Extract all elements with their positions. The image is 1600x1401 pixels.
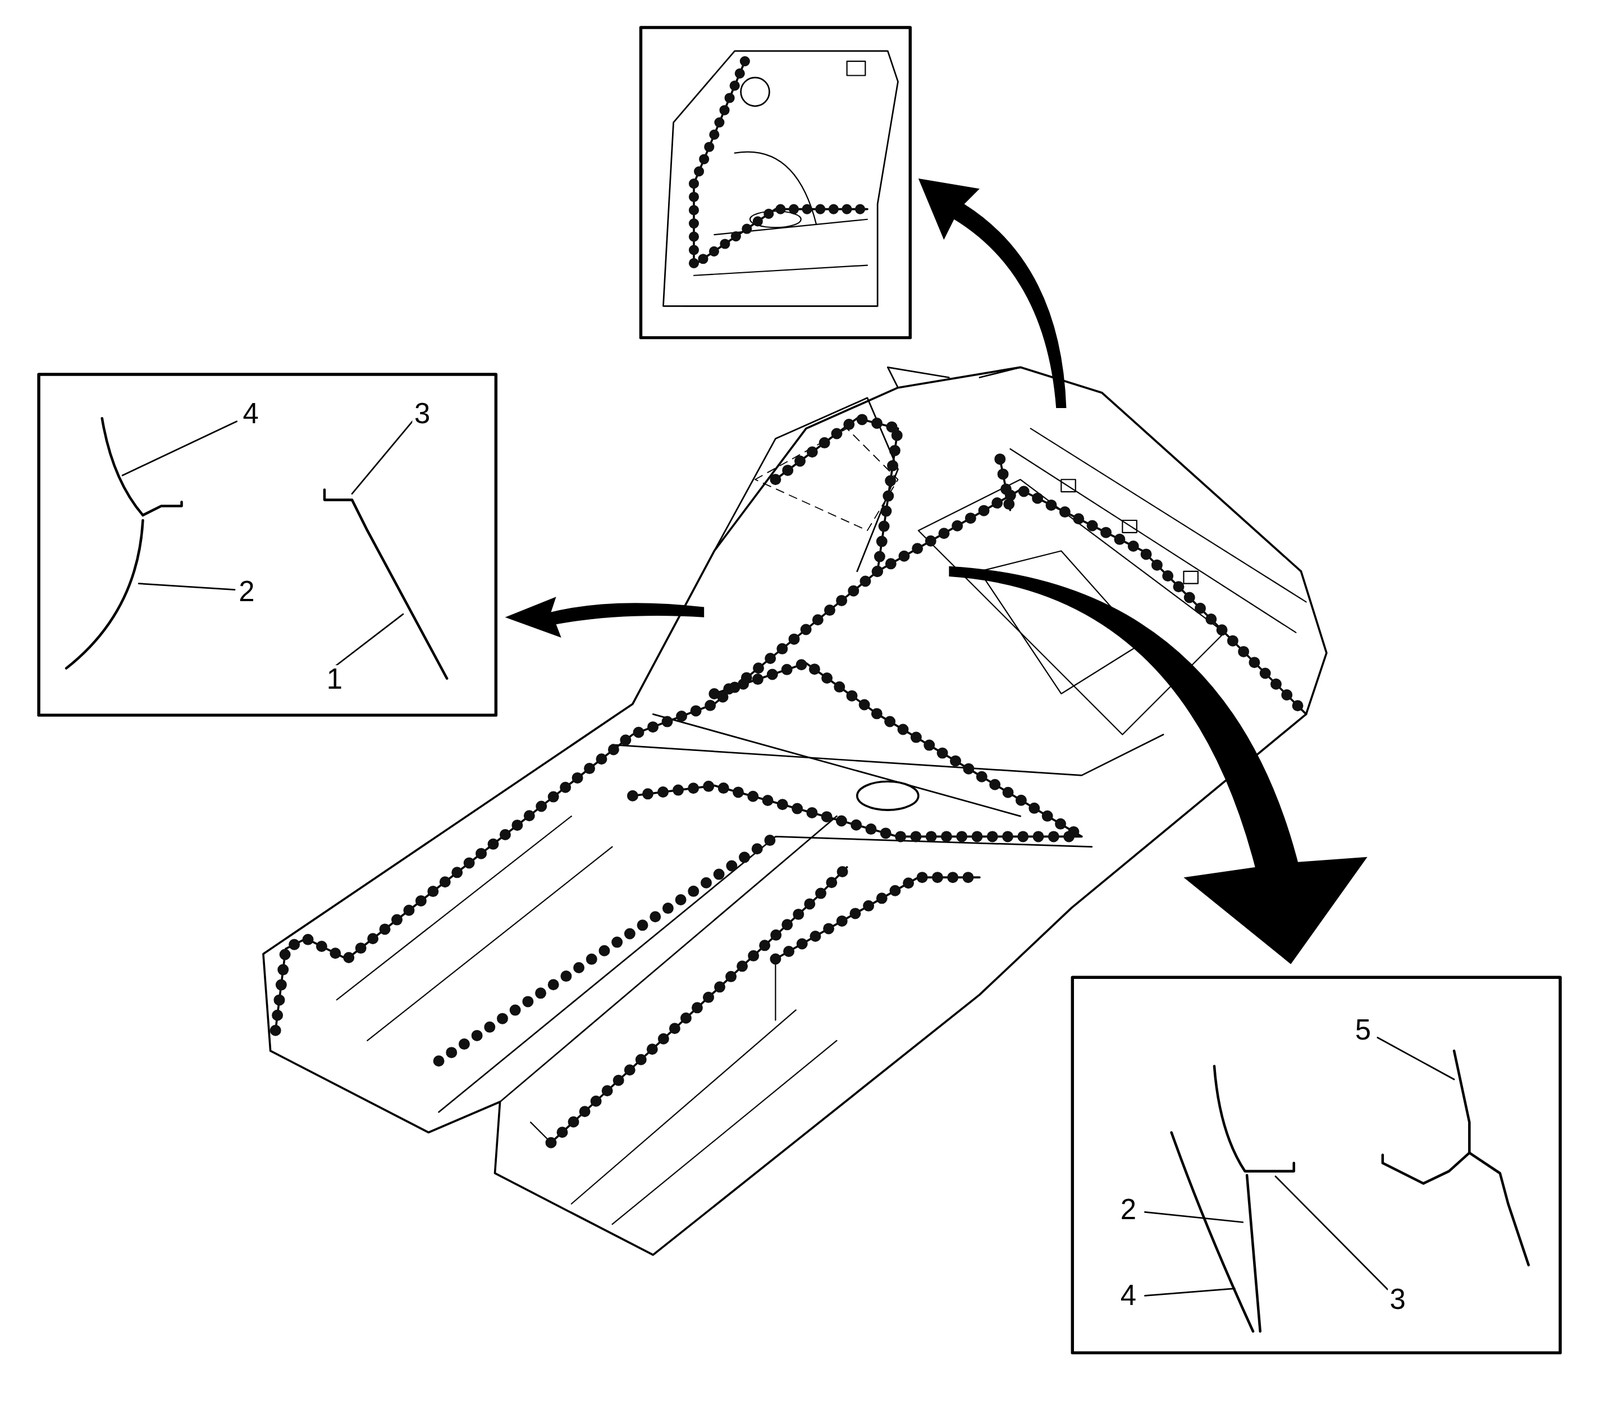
callout-number: 2 <box>236 577 258 607</box>
callout-number: 4 <box>1118 1281 1139 1311</box>
callout-number: 4 <box>240 399 262 429</box>
callout-number: 3 <box>412 399 433 429</box>
callout-number: 2 <box>1118 1195 1139 1225</box>
callout-number: 3 <box>1387 1285 1408 1315</box>
callout-number: 5 <box>1352 1016 1374 1045</box>
callout-number: 1 <box>324 665 345 694</box>
